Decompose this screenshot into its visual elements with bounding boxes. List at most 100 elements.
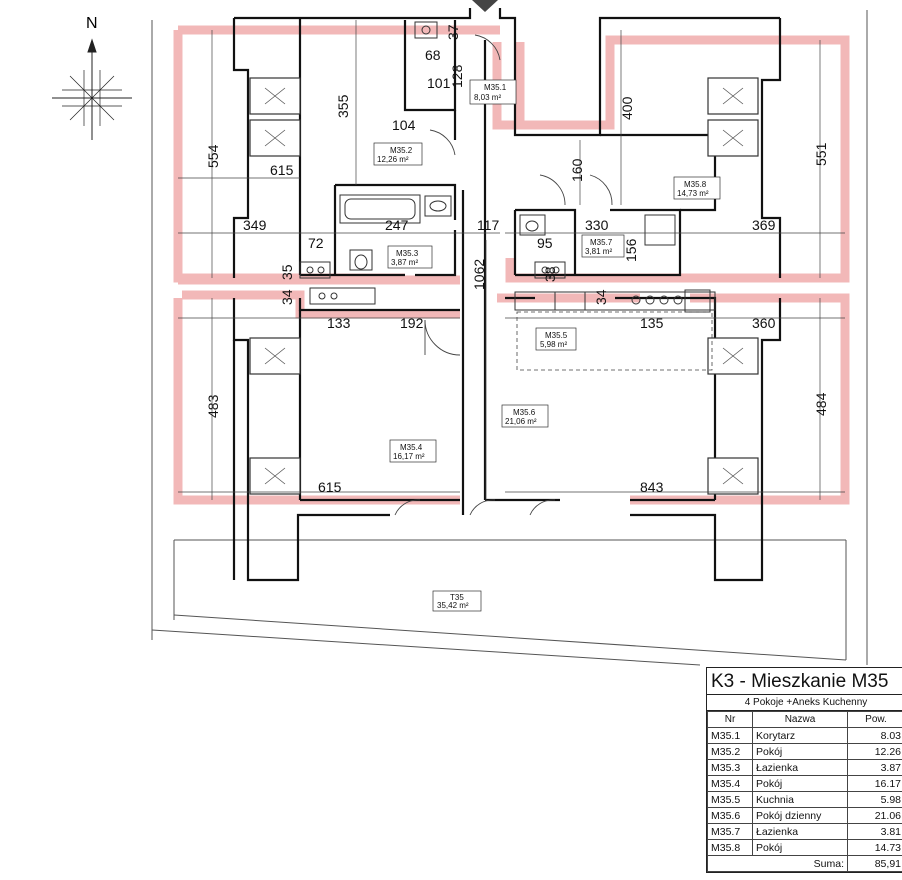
dim-label: 133	[327, 315, 351, 331]
svg-text:5,98 m²: 5,98 m²	[540, 340, 567, 349]
legend-header-nr: Nr	[707, 711, 753, 728]
row-area: 3.81	[847, 823, 902, 840]
row-name: Łazienka	[752, 823, 848, 840]
row-nr: M35.4	[707, 775, 753, 792]
svg-text:12,26 m²: 12,26 m²	[377, 155, 409, 164]
room-m35-8-label: M35.8 14,73 m²	[673, 176, 721, 200]
row-name: Pokój	[752, 775, 848, 792]
legend-sum-row: Suma: 85,91	[707, 855, 902, 872]
dim-label: 369	[752, 217, 776, 233]
svg-text:8,03 m²: 8,03 m²	[474, 93, 501, 102]
row-area: 16.17	[847, 775, 902, 792]
dim-label: 117	[477, 217, 500, 233]
room-m35-5-label: M35.5 5,98 m²	[535, 327, 577, 351]
dim-label: 104	[392, 117, 416, 133]
dim-label: 34	[593, 289, 609, 305]
row-name: Korytarz	[752, 727, 848, 744]
svg-text:M35.6: M35.6	[513, 408, 536, 417]
dim-label: 72	[308, 235, 324, 251]
dim-label: 247	[385, 217, 409, 233]
room-m35-1-label: M35.1 8,03 m²	[469, 79, 517, 105]
svg-text:T35: T35	[450, 593, 464, 602]
row-nr: M35.3	[707, 759, 753, 776]
legend-header-area: Pow.	[847, 711, 902, 728]
svg-text:M35.2: M35.2	[390, 146, 413, 155]
dim-label: 35	[279, 264, 295, 280]
north-label: N	[86, 15, 98, 32]
svg-text:21,06 m²: 21,06 m²	[505, 417, 537, 426]
row-nr: M35.8	[707, 839, 753, 856]
dim-label: 400	[619, 96, 635, 120]
row-nr: M35.6	[707, 807, 753, 824]
dim-label: 1062	[471, 259, 487, 290]
dim-label: 192	[400, 315, 424, 331]
dim-label: 135	[640, 315, 664, 331]
legend-title: K3 - Mieszkanie M35	[707, 668, 902, 695]
svg-text:35,42 m²: 35,42 m²	[437, 601, 469, 610]
dim-label: 615	[318, 479, 342, 495]
svg-text:M35.5: M35.5	[545, 331, 568, 340]
sum-value: 85,91	[847, 855, 902, 872]
svg-text:M35.8: M35.8	[684, 180, 707, 189]
room-m35-3-label: M35.3 3,87 m²	[387, 245, 433, 269]
row-nr: M35.5	[707, 791, 753, 808]
room-m35-7-label: M35.7 3,81 m²	[581, 234, 625, 258]
row-name: Pokój	[752, 839, 848, 856]
dim-label: 349	[243, 217, 267, 233]
room-m35-4-label: M35.4 16,17 m²	[389, 439, 437, 463]
row-nr: M35.2	[707, 743, 753, 760]
dim-label: 843	[640, 479, 664, 495]
row-nr: M35.1	[707, 727, 753, 744]
svg-text:14,73 m²: 14,73 m²	[677, 189, 709, 198]
dim-label: 37	[445, 24, 461, 40]
sum-label: Suma:	[752, 855, 848, 872]
sum-empty	[707, 855, 753, 872]
row-area: 21.06	[847, 807, 902, 824]
dim-label: 484	[813, 392, 829, 416]
row-area: 3.87	[847, 759, 902, 776]
dim-label: 34	[279, 289, 295, 305]
dim-label: 551	[813, 142, 829, 166]
dim-label: 615	[270, 162, 294, 178]
dim-label: 355	[335, 94, 351, 118]
legend-subtitle: 4 Pokoje +Aneks Kuchenny	[707, 695, 902, 711]
svg-text:M35.3: M35.3	[396, 249, 419, 258]
svg-text:3,81 m²: 3,81 m²	[585, 247, 612, 256]
svg-text:M35.7: M35.7	[590, 238, 613, 247]
dim-label: 68	[425, 47, 441, 63]
dim-label: 156	[623, 238, 639, 262]
row-area: 8.03	[847, 727, 902, 744]
row-name: Kuchnia	[752, 791, 848, 808]
svg-text:3,87 m²: 3,87 m²	[391, 258, 418, 267]
svg-text:16,17 m²: 16,17 m²	[393, 452, 425, 461]
room-legend-table: K3 - Mieszkanie M35 4 Pokoje +Aneks Kuch…	[706, 667, 902, 873]
north-arrow-icon	[52, 38, 132, 140]
legend-header-name: Nazwa	[752, 711, 848, 728]
dim-label: 38	[542, 266, 558, 282]
room-m35-6-label: M35.6 21,06 m²	[501, 404, 549, 428]
svg-text:M35.1: M35.1	[484, 83, 507, 92]
dim-label: 483	[205, 394, 221, 418]
room-t35-label: T35 35,42 m²	[432, 590, 482, 612]
row-area: 5.98	[847, 791, 902, 808]
row-name: Łazienka	[752, 759, 848, 776]
dim-label: 360	[752, 315, 776, 331]
row-nr: M35.7	[707, 823, 753, 840]
room-m35-2-label: M35.2 12,26 m²	[373, 142, 423, 166]
svg-text:M35.4: M35.4	[400, 443, 423, 452]
row-name: Pokój	[752, 743, 848, 760]
legend-header-row: Nr Nazwa Pow.	[707, 711, 902, 728]
row-name: Pokój dzienny	[752, 807, 848, 824]
row-area: 12.26	[847, 743, 902, 760]
dim-label: 330	[585, 217, 609, 233]
